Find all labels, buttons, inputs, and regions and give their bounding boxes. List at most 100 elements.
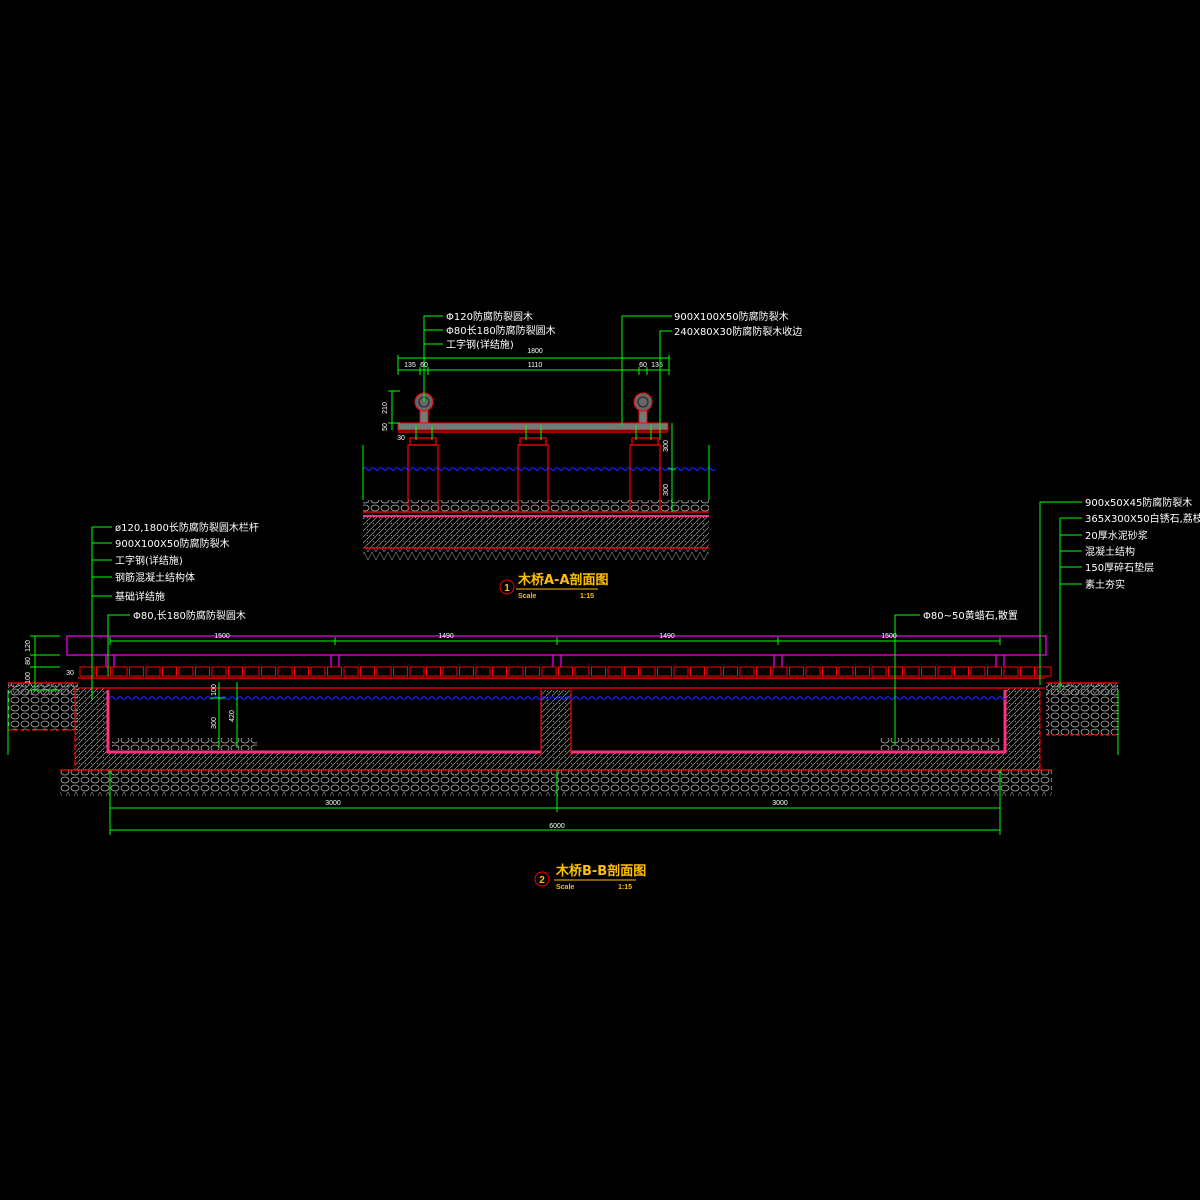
dim-right-post: 60 — [639, 362, 647, 369]
deck-board — [409, 666, 425, 677]
deck-board — [178, 666, 194, 677]
deck-board — [805, 666, 821, 677]
dim-half: 3000 — [325, 800, 341, 807]
dim-stack: 100 — [25, 672, 32, 684]
railing-post — [330, 655, 340, 667]
deck-board — [970, 666, 986, 677]
dim-rail-height: 210 — [382, 402, 389, 414]
deck-board — [492, 666, 507, 677]
deck-board — [921, 666, 936, 677]
deck-board — [360, 666, 375, 677]
svg-text:2: 2 — [539, 875, 545, 886]
deck-board — [591, 666, 606, 677]
svg-text:Scale: Scale — [556, 884, 574, 891]
leader-label: 150厚碎石垫层 — [1085, 561, 1154, 574]
deck-board — [294, 666, 309, 677]
deck-board — [79, 666, 95, 677]
deck-board — [261, 666, 276, 677]
deck-board — [459, 666, 474, 677]
svg-text:Scale: Scale — [518, 593, 536, 600]
deck-board — [558, 666, 573, 677]
deck-board — [607, 666, 623, 677]
railing-post — [773, 655, 783, 667]
deck-board — [327, 666, 342, 677]
deck-board — [1020, 666, 1035, 677]
leader-label: ø120,1800长防腐防裂圆木栏杆 — [115, 521, 259, 534]
dimension-lines — [388, 355, 676, 512]
dim-right-edge: 135 — [651, 362, 663, 369]
center-pier — [541, 690, 571, 752]
leader-label: 素土夯实 — [1085, 578, 1125, 591]
water-line — [362, 466, 716, 472]
section-b-title: 2 木桥B-B剖面图 Scale 1:15 — [534, 863, 646, 891]
dim-span: 1500 — [214, 633, 230, 640]
stones — [880, 738, 1000, 750]
railing-post-right — [633, 392, 653, 424]
leader-label: 900X100X50防腐防裂木 — [115, 537, 230, 550]
deck-board — [772, 666, 788, 677]
deck-board — [162, 666, 177, 677]
deck-board — [145, 666, 161, 677]
leader-label: 20厚水泥砂浆 — [1085, 529, 1148, 542]
deck-board — [508, 666, 524, 677]
deck-board — [871, 666, 887, 677]
svg-text:木桥A-A剖面图: 木桥A-A剖面图 — [517, 572, 609, 588]
section-a-a: 1800 135 60 1110 60 135 210 50 30 300 30… — [362, 310, 802, 600]
deck-board — [904, 666, 920, 677]
deck-board — [310, 666, 326, 677]
deck-board — [343, 666, 359, 677]
dim-span: 1490 — [438, 633, 454, 640]
dim-stack: 120 — [25, 640, 32, 652]
dim-deck: 50 — [382, 423, 389, 431]
deck-board — [789, 666, 804, 677]
deck-board — [195, 666, 210, 677]
deck-board — [954, 666, 969, 677]
dim-span: 1500 — [881, 633, 897, 640]
leader-label: Φ80长180防腐防裂圆木 — [446, 324, 556, 337]
pool-structure — [75, 688, 1040, 770]
railing-post — [552, 655, 562, 667]
railing-post — [105, 655, 115, 667]
water-line — [109, 695, 1007, 701]
deck-board — [822, 666, 837, 677]
deck-board — [756, 666, 771, 677]
dim-left-edge: 135 — [404, 362, 416, 369]
leader-label: 900X100X50防腐防裂木 — [674, 310, 789, 323]
deck-board — [393, 666, 408, 677]
deck-board — [1036, 666, 1052, 677]
concrete-base — [363, 516, 709, 548]
deck-board — [442, 666, 458, 677]
dim-pier-lower: 300 — [663, 484, 670, 496]
deck-board — [706, 666, 722, 677]
leader-label: Φ80,长180防腐防裂圆木 — [133, 609, 246, 622]
dim-water-depth: 300 — [211, 717, 218, 729]
deck-board — [723, 666, 738, 677]
deck-board — [690, 666, 705, 677]
deck-board — [987, 666, 1002, 677]
deck-board — [838, 666, 854, 677]
leader-label: 工字钢(详结施) — [115, 554, 183, 567]
railing-post — [995, 655, 1005, 667]
dim-middle: 1110 — [528, 362, 543, 369]
dim-overall: 1800 — [527, 348, 543, 355]
svg-text:1:15: 1:15 — [618, 884, 632, 891]
dimension-lines — [7, 635, 1119, 835]
foundation — [60, 770, 1052, 792]
dim-deck-offset: 30 — [66, 670, 74, 677]
leader-label: 工字钢(详结施) — [446, 338, 514, 351]
compacted-soil — [363, 548, 709, 560]
dim-stack: 80 — [25, 657, 32, 665]
deck-board — [574, 666, 590, 677]
deck-board — [640, 666, 656, 677]
section-b-b: 1500 1490 1490 1500 120 80 100 30 100 30… — [7, 496, 1200, 891]
deck-board — [112, 666, 128, 677]
leader-label: Φ80~50黄蜡石,散置 — [923, 609, 1018, 622]
leader-label: 365X300X50白锈石,荔枝面 — [1085, 512, 1200, 525]
dim-span: 1490 — [659, 633, 675, 640]
deck-board — [525, 666, 540, 677]
gravel-bed — [363, 500, 709, 512]
deck-board — [657, 666, 672, 677]
dim-half: 3000 — [772, 800, 788, 807]
dim-beam: 30 — [397, 435, 405, 442]
